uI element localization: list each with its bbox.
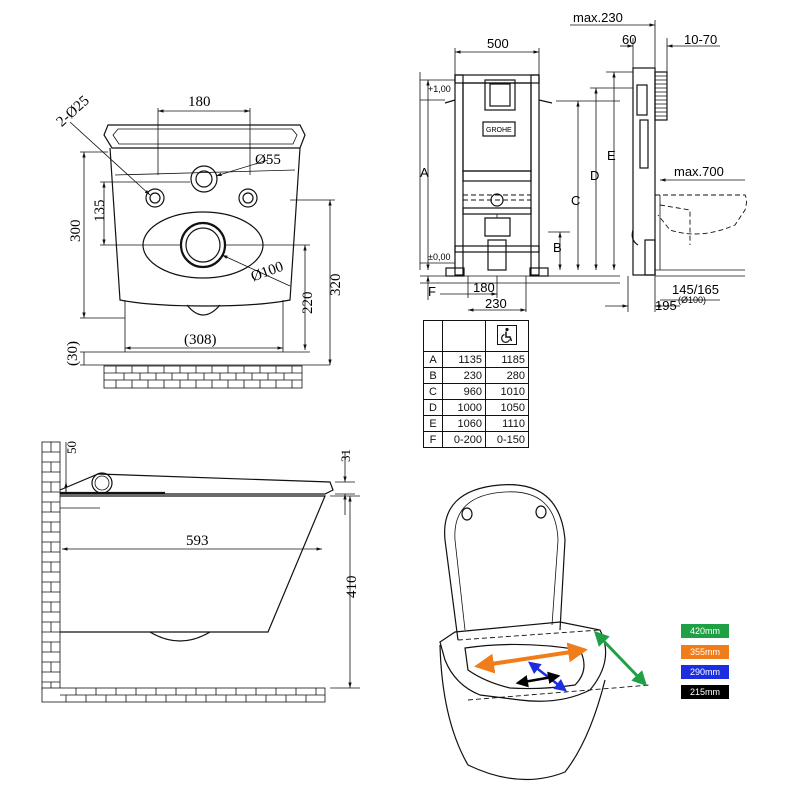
dim-220: 220 xyxy=(300,292,316,315)
wall-bricks xyxy=(41,441,326,703)
label-c: C xyxy=(571,193,580,208)
level-100: +1,00 xyxy=(428,84,451,94)
dim-230: 230 xyxy=(485,296,507,311)
legend-290: 290mm xyxy=(681,665,729,679)
frame-view: GROHE xyxy=(419,10,747,313)
dim-180: 180 xyxy=(473,280,495,295)
seat-3d-view xyxy=(439,484,651,781)
label-b: B xyxy=(553,240,562,255)
dim-320: 320 xyxy=(328,274,344,297)
legend-215: 215mm xyxy=(681,685,729,699)
dim-308: (308) xyxy=(184,332,217,348)
dim-55: Ø55 xyxy=(255,152,281,168)
label-a: A xyxy=(420,165,429,180)
dim-30: (30) xyxy=(65,341,81,366)
dim-195: 195 xyxy=(655,298,677,313)
dim-180: 180 xyxy=(188,94,211,110)
dim-410: 410 xyxy=(344,576,360,599)
dim-max700: max.700 xyxy=(674,164,724,179)
legend-355: 355mm xyxy=(681,645,729,659)
dim-300: 300 xyxy=(68,220,84,243)
dim-max230: max.230 xyxy=(573,10,623,25)
dim-60: 60 xyxy=(622,32,636,47)
dim-593: 593 xyxy=(186,533,209,549)
dim-135: 135 xyxy=(92,200,108,223)
table-header-row xyxy=(423,320,529,352)
dim-10-70: 10-70 xyxy=(684,32,717,47)
label-e: E xyxy=(607,148,616,163)
floor-bricks xyxy=(103,365,303,389)
wheelchair-icon xyxy=(485,320,529,352)
dim-145-165: 145/165 xyxy=(672,282,719,297)
dim-50: 50 xyxy=(64,441,79,454)
dim-31: 31 xyxy=(338,449,353,462)
label-d: D xyxy=(590,168,599,183)
level-000: ±0,00 xyxy=(428,252,450,262)
side-view: 50 31 593 410 xyxy=(41,441,360,703)
rear-view: 180 2-Ø25 Ø55 135 300 Ø100 320 220 (308)… xyxy=(54,93,344,389)
dim-d100: (Ø100) xyxy=(678,295,706,305)
label-f: F xyxy=(428,284,436,299)
legend-420: 420mm xyxy=(681,624,729,638)
dim-500: 500 xyxy=(487,36,509,51)
brand-label: GROHE xyxy=(486,127,512,134)
